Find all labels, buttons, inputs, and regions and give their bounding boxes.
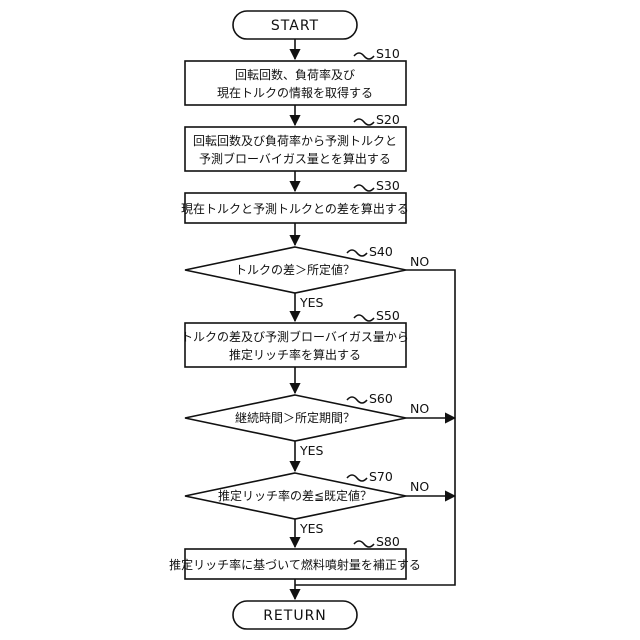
decision-s40-text: トルクの差＞所定値？ xyxy=(235,262,355,277)
decision-s60: S60 継続時間＞所定期間？ NO YES xyxy=(185,391,429,458)
decision-s70-no: NO xyxy=(410,479,429,494)
step-s80-line1: 推定リッチ率に基づいて燃料噴射量を補正する xyxy=(169,557,421,572)
decision-s70-text: 推定リッチ率の差≦既定値？ xyxy=(218,488,372,503)
decision-s40-no: NO xyxy=(410,254,429,269)
leader-s10 xyxy=(354,53,374,59)
step-s50-line1: トルクの差及び予測ブローバイガス量から xyxy=(181,329,409,344)
decision-s60-text: 継続時間＞所定期間？ xyxy=(235,410,355,425)
return-label: RETURN xyxy=(263,608,327,624)
step-id-s10: S10 xyxy=(376,46,400,61)
leader-s60 xyxy=(347,397,367,403)
leader-s80 xyxy=(354,541,374,547)
decision-s60-no: NO xyxy=(410,401,429,416)
leader-s40 xyxy=(347,250,367,256)
step-id-s70: S70 xyxy=(369,469,393,484)
leader-s20 xyxy=(354,119,374,125)
step-id-s60: S60 xyxy=(369,391,393,406)
step-id-s20: S20 xyxy=(376,112,400,127)
start-terminal: START xyxy=(233,11,357,39)
step-s10-line2: 現在トルクの情報を取得する xyxy=(217,85,373,100)
decision-s40-yes: YES xyxy=(299,295,324,310)
leader-s30 xyxy=(354,185,374,191)
step-s20-line1: 回転回数及び負荷率から予測トルクと xyxy=(193,133,397,148)
step-s10-line1: 回転回数、負荷率及び xyxy=(235,67,355,82)
step-s50-line2: 推定リッチ率を算出する xyxy=(229,347,361,362)
leader-s70 xyxy=(347,475,367,481)
decision-s70: S70 推定リッチ率の差≦既定値？ NO YES xyxy=(185,469,429,536)
step-id-s50: S50 xyxy=(376,308,400,323)
decision-s70-yes: YES xyxy=(299,521,324,536)
leader-s50 xyxy=(354,315,374,321)
decision-s60-yes: YES xyxy=(299,443,324,458)
step-s30-line1: 現在トルクと予測トルクとの差を算出する xyxy=(181,201,409,216)
step-id-s40: S40 xyxy=(369,244,393,259)
decision-s40: S40 トルクの差＞所定値？ NO YES xyxy=(185,244,429,310)
start-label: START xyxy=(271,18,319,34)
step-id-s80: S80 xyxy=(376,534,400,549)
step-id-s30: S30 xyxy=(376,178,400,193)
return-terminal: RETURN xyxy=(233,601,357,629)
step-s20-line2: 予測ブローバイガス量とを算出する xyxy=(199,151,391,166)
